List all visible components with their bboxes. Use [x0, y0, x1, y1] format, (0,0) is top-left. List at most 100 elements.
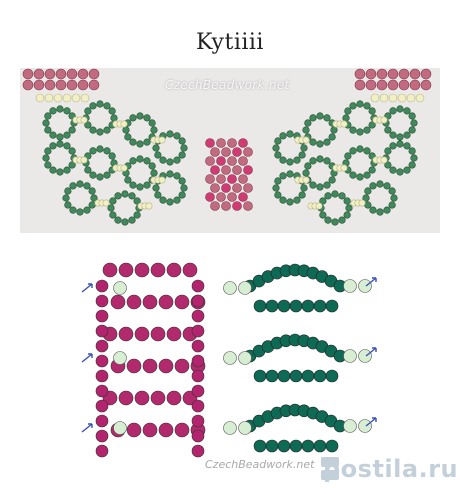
teal-bead: [265, 439, 279, 453]
green-bead: [286, 198, 294, 206]
green-bead: [136, 112, 144, 120]
green-bead: [128, 192, 136, 200]
pink-bead: [420, 79, 432, 91]
magenta-bead: [150, 262, 166, 278]
green-bead: [159, 156, 167, 164]
green-bead: [129, 181, 137, 189]
green-bead: [324, 192, 332, 200]
teal-bead: [253, 369, 267, 383]
teal-bead: [277, 439, 291, 453]
magenta-bead: [95, 339, 109, 353]
thread-arrow-icon: [365, 417, 377, 427]
pale-bead: [343, 419, 357, 433]
green-bead: [173, 172, 181, 180]
pink-bead: [88, 68, 100, 80]
pink-bead: [354, 68, 366, 80]
pink-bead: [33, 68, 45, 80]
magenta-bead: [150, 326, 166, 342]
beadwork-photo: [20, 68, 440, 233]
green-bead: [369, 206, 377, 214]
green-bead: [331, 218, 339, 226]
cream-bead: [80, 93, 90, 103]
pink-bead: [221, 201, 231, 211]
magenta-bead: [142, 294, 158, 310]
green-bead: [166, 170, 174, 178]
green-bead: [114, 216, 122, 224]
green-bead: [364, 187, 372, 195]
pink-bead: [387, 79, 399, 91]
page-title: Kytiiii: [196, 30, 264, 55]
cream-bead: [340, 164, 348, 172]
magenta-bead: [126, 358, 142, 374]
beading-diagram: [80, 258, 380, 478]
thread-arrow-icon: [81, 283, 93, 293]
magenta-bead: [191, 384, 205, 398]
cream-bead: [388, 93, 398, 103]
pink-bead: [88, 79, 100, 91]
green-bead: [293, 156, 301, 164]
green-bead: [302, 126, 310, 134]
green-bead: [403, 166, 411, 174]
cream-bead: [380, 156, 388, 164]
green-bead: [344, 152, 352, 160]
green-bead: [316, 112, 324, 120]
green-bead: [396, 140, 404, 148]
green-bead: [148, 119, 156, 127]
cream-bead: [397, 93, 407, 103]
pink-bead: [227, 138, 237, 148]
cream-bead: [406, 93, 416, 103]
green-bead: [274, 191, 282, 199]
green-bead: [349, 147, 357, 155]
pale-bead: [223, 351, 237, 365]
green-bead: [390, 194, 398, 202]
green-bead: [319, 197, 327, 205]
pink-bead: [365, 68, 377, 80]
green-bead: [408, 147, 416, 155]
pale-bead: [358, 349, 372, 363]
thread-arrow-icon: [365, 347, 377, 357]
green-bead: [342, 114, 350, 122]
magenta-bead: [166, 390, 182, 406]
pale-bead: [238, 351, 252, 365]
pale-bead: [238, 421, 252, 435]
green-bead: [154, 151, 162, 159]
cream-bead: [120, 164, 128, 172]
teal-bead: [313, 369, 327, 383]
green-bead: [64, 187, 72, 195]
beading-diagram-art: [81, 262, 377, 458]
green-bead: [293, 196, 301, 204]
green-bead: [328, 133, 336, 141]
green-bead: [272, 184, 280, 192]
green-bead: [143, 138, 151, 146]
green-bead: [316, 140, 324, 148]
green-bead: [349, 126, 357, 134]
green-bead: [103, 147, 111, 155]
green-bead: [83, 206, 91, 214]
magenta-bead: [118, 262, 134, 278]
cream-bead: [44, 93, 54, 103]
magenta-bead: [150, 390, 166, 406]
green-bead: [49, 131, 57, 139]
green-bead: [274, 137, 282, 145]
green-bead: [330, 126, 338, 134]
green-bead: [63, 166, 71, 174]
magenta-bead: [191, 309, 205, 323]
pink-bead: [66, 79, 78, 91]
cream-bead: [102, 199, 110, 207]
pink-bead: [238, 174, 248, 184]
green-bead: [298, 151, 306, 159]
green-bead: [121, 190, 129, 198]
pink-bead: [238, 156, 248, 166]
green-bead: [108, 152, 116, 160]
green-bead: [103, 102, 111, 110]
green-bead: [63, 131, 71, 139]
green-bead: [316, 183, 324, 191]
green-bead: [396, 168, 404, 176]
magenta-bead: [191, 444, 205, 458]
magenta-bead: [95, 399, 109, 413]
cream-bead: [158, 136, 166, 144]
pink-bead: [221, 165, 231, 175]
green-bead: [88, 201, 96, 209]
pink-bead: [210, 183, 220, 193]
pale-bead: [223, 421, 237, 435]
